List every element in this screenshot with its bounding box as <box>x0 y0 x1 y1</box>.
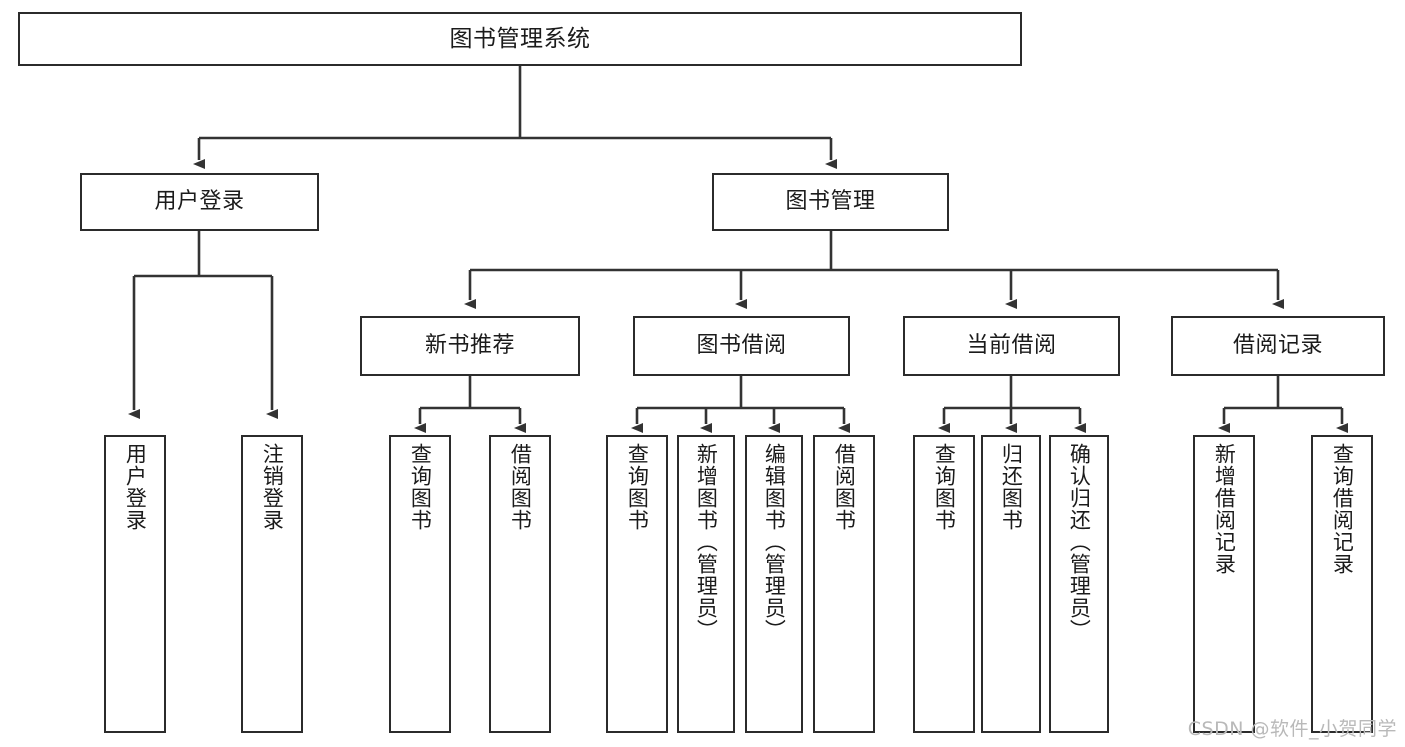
node-leaf-query-book-current[interactable]: 查询图书 <box>913 435 975 733</box>
node-leaf-add-borrow-record[interactable]: 新增借阅记录 <box>1193 435 1255 733</box>
node-label: 查询图书 <box>625 443 650 531</box>
node-leaf-add-book-admin[interactable]: 新增图书（管理员） <box>677 435 735 733</box>
node-label: 借阅图书 <box>508 443 533 531</box>
node-leaf-user-login[interactable]: 用户登录 <box>104 435 166 733</box>
node-label: 查询借阅记录 <box>1330 443 1355 575</box>
node-new-book-recommend[interactable]: 新书推荐 <box>360 316 580 376</box>
node-current-borrow[interactable]: 当前借阅 <box>903 316 1120 376</box>
node-label: 查询图书 <box>932 443 957 531</box>
node-leaf-borrow-book-recommend[interactable]: 借阅图书 <box>489 435 551 733</box>
node-label: 归还图书 <box>999 443 1024 531</box>
node-label: 用户登录 <box>123 443 148 531</box>
node-label: 确认归还（管理员） <box>1067 443 1092 641</box>
node-label: 新书推荐 <box>424 333 515 359</box>
node-borrow-record[interactable]: 借阅记录 <box>1171 316 1385 376</box>
node-label: 图书借阅 <box>696 333 787 359</box>
node-leaf-borrow-book[interactable]: 借阅图书 <box>813 435 875 733</box>
node-leaf-query-book-recommend[interactable]: 查询图书 <box>389 435 451 733</box>
node-leaf-query-book-borrow[interactable]: 查询图书 <box>606 435 668 733</box>
csdn-watermark: CSDN @软件_小贺同学 <box>1187 718 1397 740</box>
node-label: 图书管理 <box>785 189 876 215</box>
node-label: 编辑图书（管理员） <box>762 443 787 641</box>
node-label: 新增借阅记录 <box>1212 443 1237 575</box>
node-label: 查询图书 <box>408 443 433 531</box>
node-label: 新增图书（管理员） <box>694 443 719 641</box>
node-label: 当前借阅 <box>966 333 1057 359</box>
node-leaf-edit-book-admin[interactable]: 编辑图书（管理员） <box>745 435 803 733</box>
node-label: 借阅记录 <box>1232 333 1323 359</box>
node-user-login[interactable]: 用户登录 <box>80 173 319 231</box>
node-book-borrow[interactable]: 图书借阅 <box>633 316 850 376</box>
node-leaf-query-borrow-record[interactable]: 查询借阅记录 <box>1311 435 1373 733</box>
node-label: 用户登录 <box>154 189 245 215</box>
node-label: 图书管理系统 <box>449 25 591 52</box>
node-label: 借阅图书 <box>832 443 857 531</box>
node-root-system[interactable]: 图书管理系统 <box>18 12 1022 66</box>
node-leaf-logout[interactable]: 注销登录 <box>241 435 303 733</box>
node-book-management[interactable]: 图书管理 <box>712 173 949 231</box>
node-leaf-return-book[interactable]: 归还图书 <box>981 435 1041 733</box>
node-label: 注销登录 <box>260 443 285 531</box>
node-leaf-confirm-return-admin[interactable]: 确认归还（管理员） <box>1049 435 1109 733</box>
